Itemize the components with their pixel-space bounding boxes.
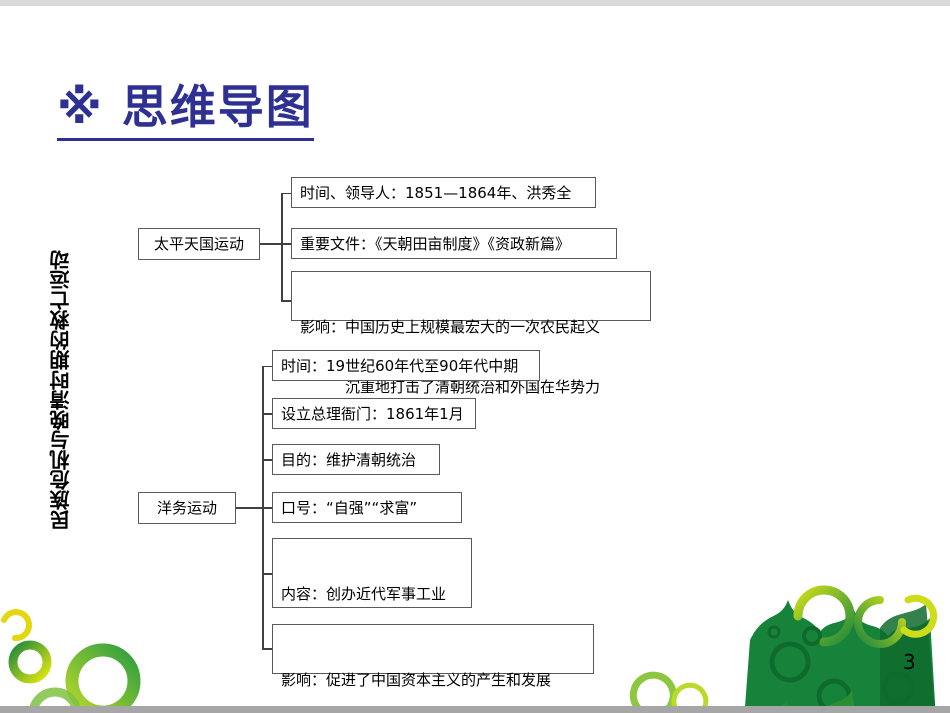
mindmap-branch-node[interactable]: 设立总理衙门：1861年1月	[272, 398, 476, 429]
page-number: 3	[903, 650, 916, 674]
connector-group2-branch5	[262, 573, 272, 575]
mindmap-branch-node[interactable]: 影响：促进了中国资本主义的产生和发展 开启了中国近代工业发展的历程	[272, 624, 594, 689]
connector-group2-branch1	[262, 365, 272, 367]
connector-group1-branch3	[281, 300, 291, 302]
connector-group2-branch2	[262, 413, 272, 415]
mindmap-branch-node[interactable]: 影响：中国历史上规模最宏大的一次农民起义 沉重地打击了清朝统治和外国在华势力	[291, 271, 651, 396]
connector-group2-branch3	[262, 459, 272, 461]
mindmap-branch-node[interactable]: 目的：维护清朝统治	[272, 444, 440, 475]
connector-root1-stub	[260, 243, 282, 245]
mindmap-branch-node[interactable]: 时间：19世纪60年代至90年代中期	[272, 350, 540, 381]
mindmap-branch-node[interactable]: 口号：“自强”“求富”	[272, 492, 462, 523]
mindmap-root-node-1[interactable]: 太平天国运动	[138, 228, 260, 260]
mindmap-root-node-2[interactable]: 洋务运动	[138, 492, 236, 524]
connector-group1-branch1	[281, 192, 291, 194]
slide-top-band	[0, 0, 950, 6]
mindmap-branch-node[interactable]: 时间、领导人：1851—1864年、洪秀全	[291, 177, 596, 208]
node-line: 内容：创办近代军事工业	[281, 585, 447, 603]
decorative-artwork-bottom-left	[1, 609, 141, 713]
connector-group2-branch4	[262, 507, 272, 509]
vertical-section-label: 民族危机与晚清时期的救亡运动	[49, 250, 73, 530]
connector-group2-branch6	[262, 648, 272, 650]
connector-root1-trunk	[281, 193, 283, 301]
slide-bottom-band	[0, 706, 950, 713]
node-line: 影响：促进了中国资本主义的产生和发展	[281, 671, 552, 689]
mindmap-branch-node[interactable]: 内容：创办近代军事工业 筹建新式陆海军 兴办近代民用工业	[272, 538, 472, 713]
connector-root2-stub	[236, 507, 263, 509]
page-title: ※ 思维导图	[57, 78, 314, 141]
mindmap-branch-node[interactable]: 重要文件：《天朝田亩制度》《资政新篇》	[291, 228, 617, 259]
node-line: 影响：中国历史上规模最宏大的一次农民起义	[300, 318, 601, 336]
node-line: 沉重地打击了清朝统治和外国在华势力	[300, 378, 601, 396]
decorative-artwork-bottom-right	[744, 585, 938, 713]
connector-group1-branch2	[281, 243, 291, 245]
